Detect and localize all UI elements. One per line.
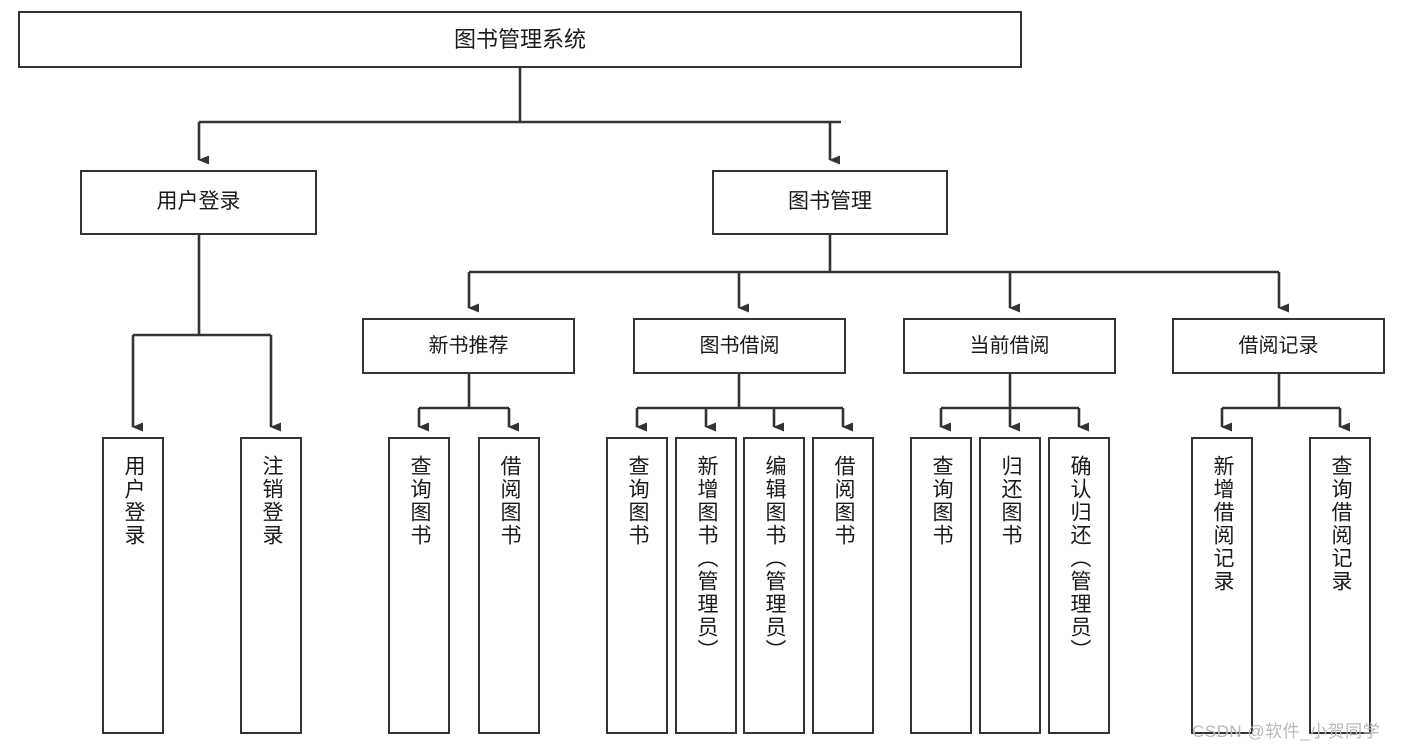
node-label: 图书管理 [788, 190, 872, 214]
node-new-book-recommend[interactable]: 新书推荐 [362, 318, 575, 374]
node-label: 注销登录 [260, 455, 284, 547]
leaf-edit-book-admin[interactable]: 编辑图书（管理员） [743, 437, 805, 734]
leaf-confirm-return-admin[interactable]: 确认归还（管理员） [1048, 437, 1110, 734]
node-label: 编辑图书（管理员） [763, 455, 787, 662]
node-label: 借阅图书 [498, 455, 522, 547]
node-label: 查询图书 [408, 455, 432, 547]
leaf-borrow-book[interactable]: 借阅图书 [812, 437, 874, 734]
leaf-add-borrow-record[interactable]: 新增借阅记录 [1191, 437, 1253, 734]
leaf-return-book[interactable]: 归还图书 [979, 437, 1041, 734]
node-label: 查询图书 [930, 455, 954, 547]
node-label: 借阅图书 [832, 455, 856, 547]
leaf-query-book-new[interactable]: 查询图书 [388, 437, 450, 734]
leaf-query-book[interactable]: 查询图书 [606, 437, 668, 734]
node-label: 图书管理系统 [453, 26, 586, 52]
leaf-query-book-current[interactable]: 查询图书 [910, 437, 972, 734]
node-label: 当前借阅 [969, 334, 1050, 357]
node-borrow-record[interactable]: 借阅记录 [1172, 318, 1385, 374]
node-label: 用户登录 [122, 455, 146, 547]
node-current-borrow[interactable]: 当前借阅 [903, 318, 1116, 374]
leaf-add-book-admin[interactable]: 新增图书（管理员） [675, 437, 737, 734]
node-label: 确认归还（管理员） [1068, 455, 1092, 662]
leaf-borrow-book-new[interactable]: 借阅图书 [478, 437, 540, 734]
leaf-query-borrow-record[interactable]: 查询借阅记录 [1309, 437, 1371, 734]
node-user-login[interactable]: 用户登录 [80, 170, 317, 235]
node-label: 查询图书 [626, 455, 650, 547]
node-label: 归还图书 [999, 455, 1023, 547]
node-root-system[interactable]: 图书管理系统 [18, 11, 1022, 68]
node-label: 用户登录 [156, 190, 241, 214]
leaf-user-login[interactable]: 用户登录 [102, 437, 164, 734]
node-label: 图书借阅 [699, 334, 780, 357]
node-label: 新书推荐 [428, 334, 509, 357]
csdn-watermark: CSDN @软件_小贺同学 [1192, 722, 1381, 741]
leaf-logout[interactable]: 注销登录 [240, 437, 302, 734]
node-label: 查询借阅记录 [1329, 455, 1353, 593]
node-label: 新增借阅记录 [1211, 455, 1235, 593]
node-book-borrow[interactable]: 图书借阅 [633, 318, 846, 374]
node-label: 借阅记录 [1238, 334, 1319, 357]
node-book-management[interactable]: 图书管理 [712, 170, 948, 235]
node-label: 新增图书（管理员） [695, 455, 719, 662]
